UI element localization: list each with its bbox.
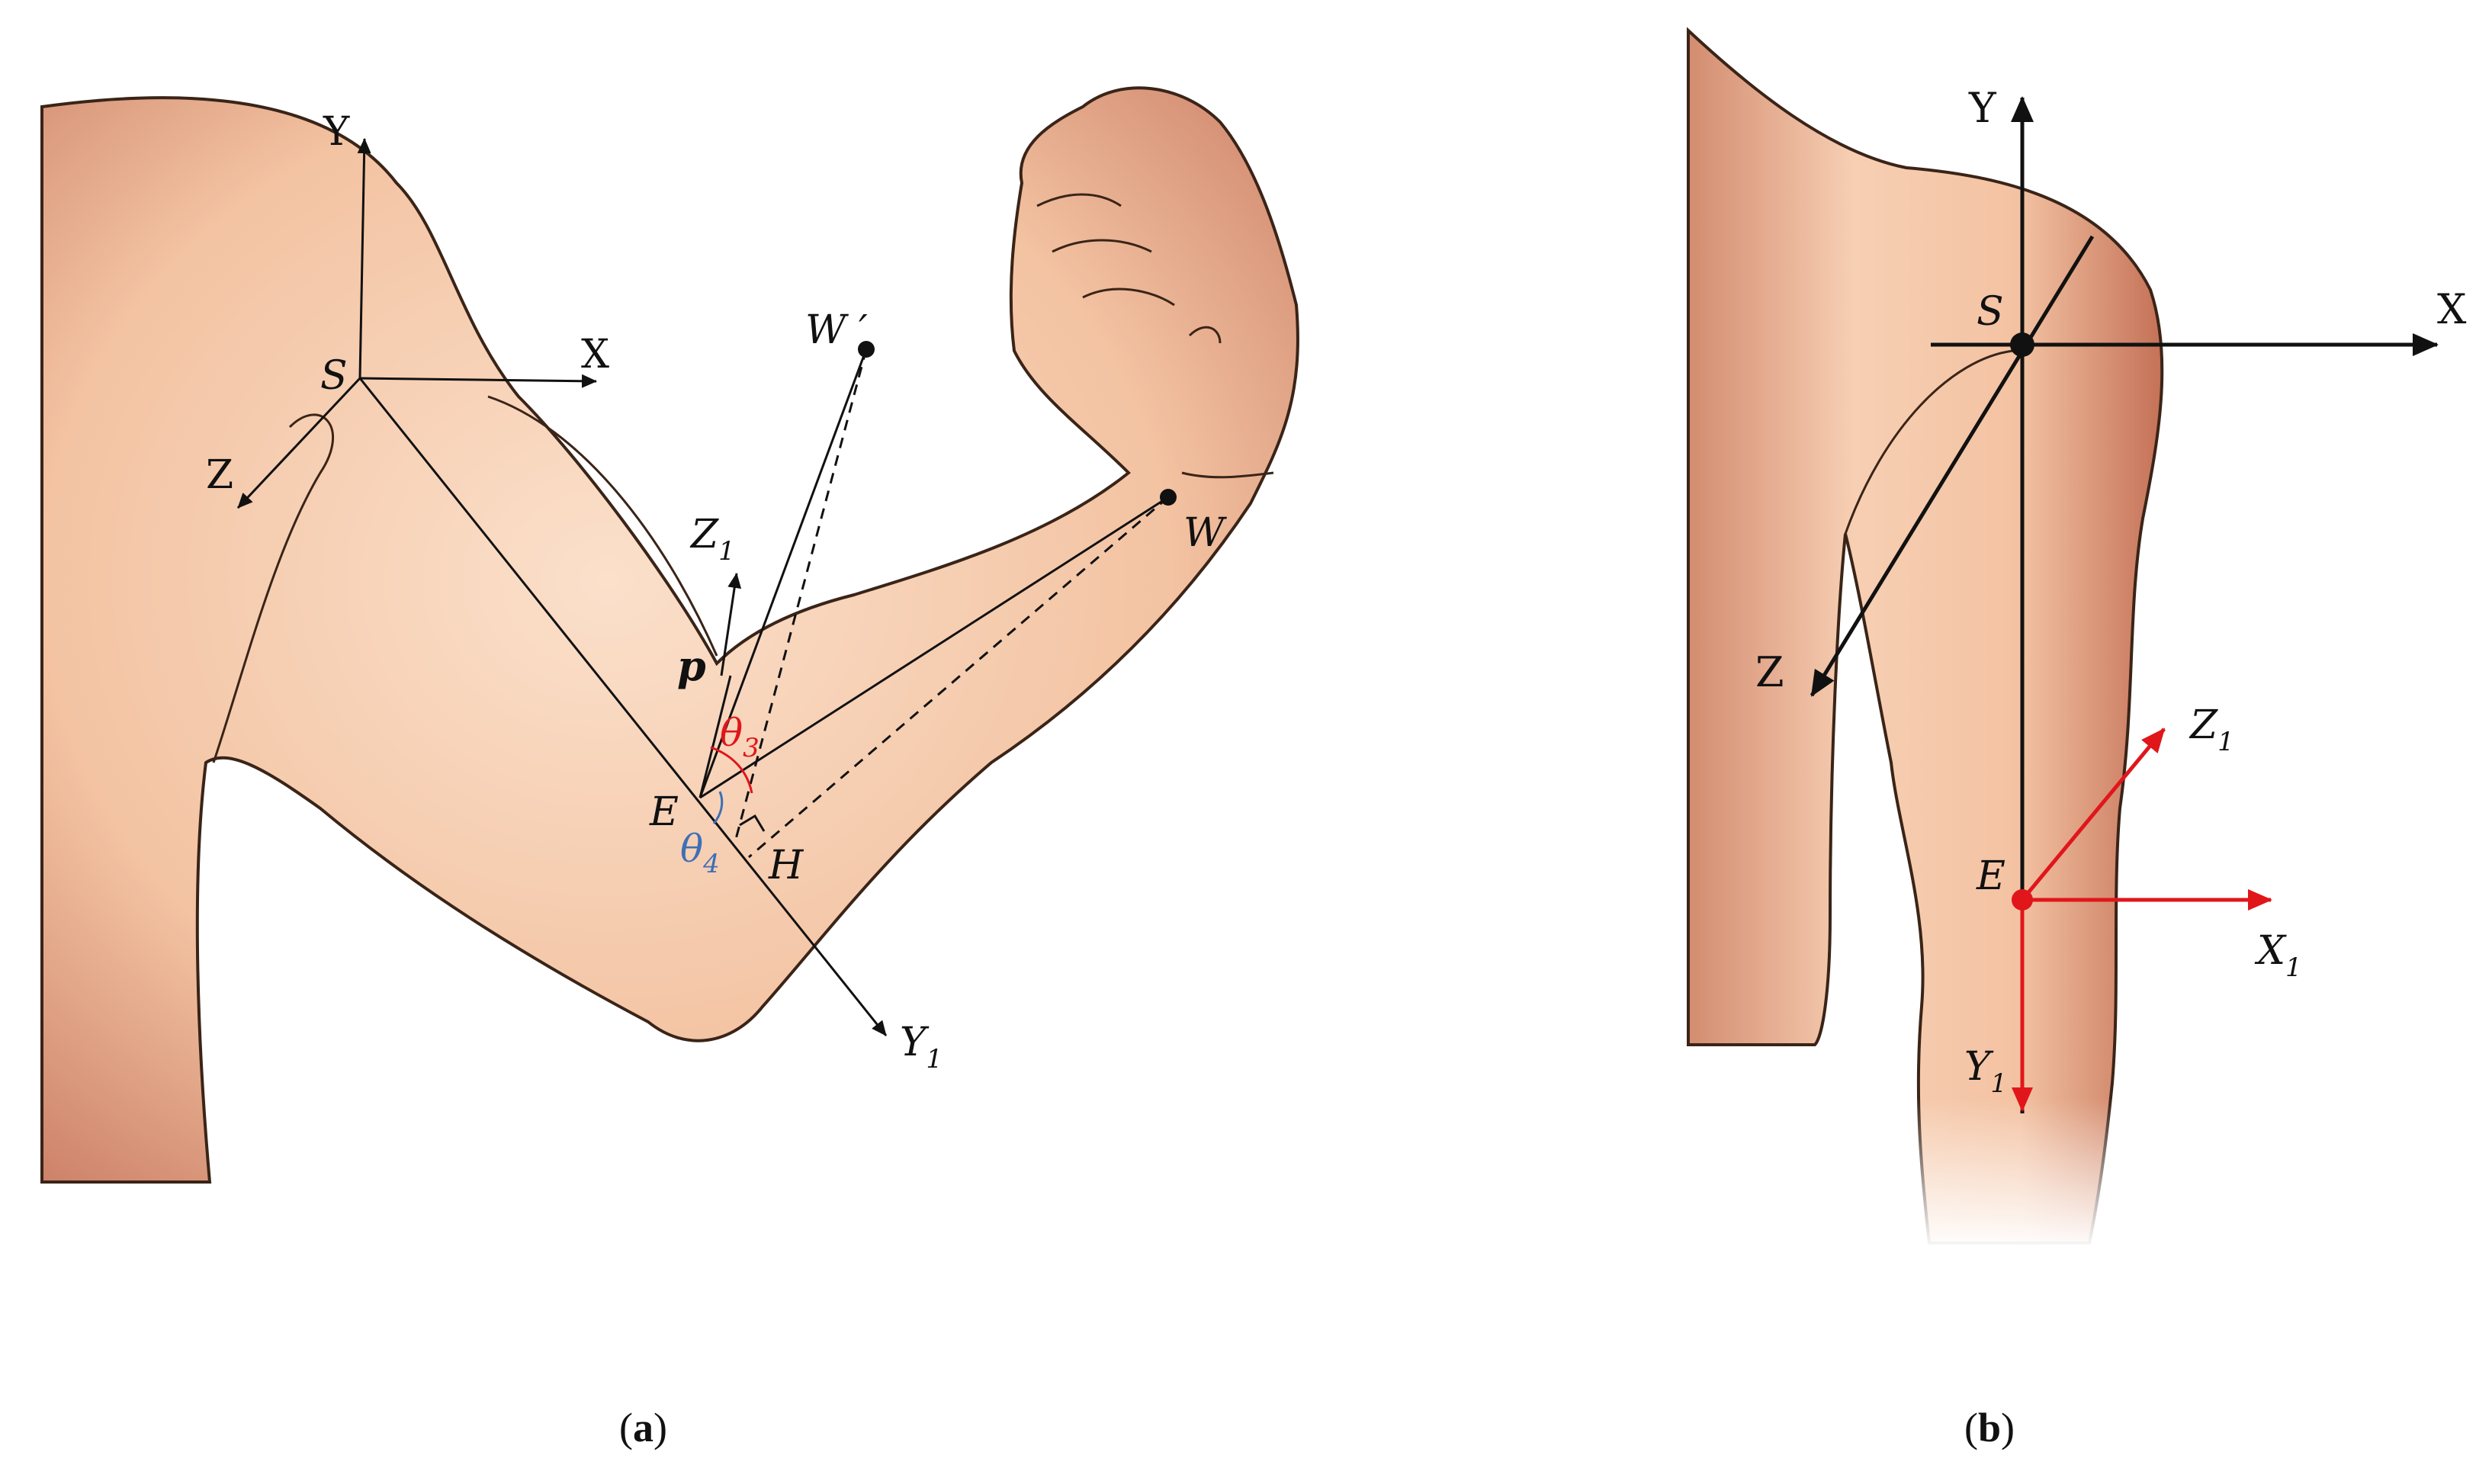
- elbow-to-wrist: [699, 496, 1169, 799]
- axis-x-a: [359, 374, 597, 388]
- point-h-label: H: [768, 843, 804, 888]
- axis-x1-label-b: X1: [2254, 928, 2302, 983]
- axis-x-label-a: X: [581, 332, 609, 377]
- arm-fade-overlay: [1906, 1098, 2135, 1251]
- axis-y1-label-b: Y1: [1964, 1044, 2007, 1099]
- point-w-prime-label: W ′: [805, 307, 868, 353]
- axis-y1-label-a: Y1: [900, 1020, 943, 1074]
- point-s-label-b: S: [1977, 289, 2004, 335]
- theta4-label: θ4: [680, 827, 720, 879]
- theta4-arc: [712, 791, 724, 824]
- point-e-label-a: E: [649, 789, 679, 835]
- wrist-crease: [1181, 471, 1274, 479]
- axis-y-label-b: Y: [1968, 84, 1997, 132]
- axis-z1-label-a: Z1: [689, 512, 735, 567]
- p-vector-label: p: [677, 641, 706, 690]
- bent-arm-illustration: [40, 86, 1299, 1184]
- upper-arm-line: [358, 377, 888, 1036]
- point-e-label-b: E: [1976, 853, 2005, 899]
- point-w-prime: [858, 341, 875, 358]
- point-w-label: W: [1183, 510, 1227, 556]
- axis-z-b: [1810, 235, 2095, 697]
- point-w: [1160, 489, 1177, 506]
- bicep-contour: [487, 395, 718, 657]
- axis-x-label-b: X: [2437, 285, 2467, 333]
- point-e-b: [2012, 889, 2033, 911]
- shoulder-contour: [1844, 349, 2014, 535]
- fist-knuckle-lines: [1036, 193, 1222, 344]
- axis-z-label-b: Z: [1755, 648, 1784, 696]
- axis-y-a: [357, 138, 371, 379]
- axis-z1-a: [720, 573, 742, 676]
- wrist-dashed-projection: [748, 496, 1169, 859]
- axis-z-label-a: Z: [206, 452, 233, 498]
- point-s-label-a: S: [320, 353, 348, 399]
- axis-y-label-a: Y: [323, 109, 350, 155]
- panel-a: Y X Z S Y1 Z1 p W ′ W E H θ3: [40, 86, 1299, 1450]
- elbow-to-w-prime: [698, 349, 868, 798]
- axis-z-a: [236, 377, 361, 509]
- straight-arm-illustration: [1687, 27, 2164, 1245]
- point-s-b: [2010, 332, 2034, 357]
- panel-b: Y X Z S Z1 X1 Y1 E (b): [1687, 27, 2467, 1450]
- armpit-contour: [212, 413, 335, 763]
- p-vector: [698, 675, 732, 798]
- theta3-arc: [710, 746, 753, 794]
- right-angle-marker: [739, 814, 766, 832]
- caption-b: (b): [1964, 1405, 2015, 1450]
- axis-z1-b: [2021, 728, 2166, 901]
- axis-z1-label-b: Z1: [2189, 702, 2234, 757]
- theta3-label: θ3: [720, 711, 759, 763]
- caption-a: (a): [619, 1405, 667, 1450]
